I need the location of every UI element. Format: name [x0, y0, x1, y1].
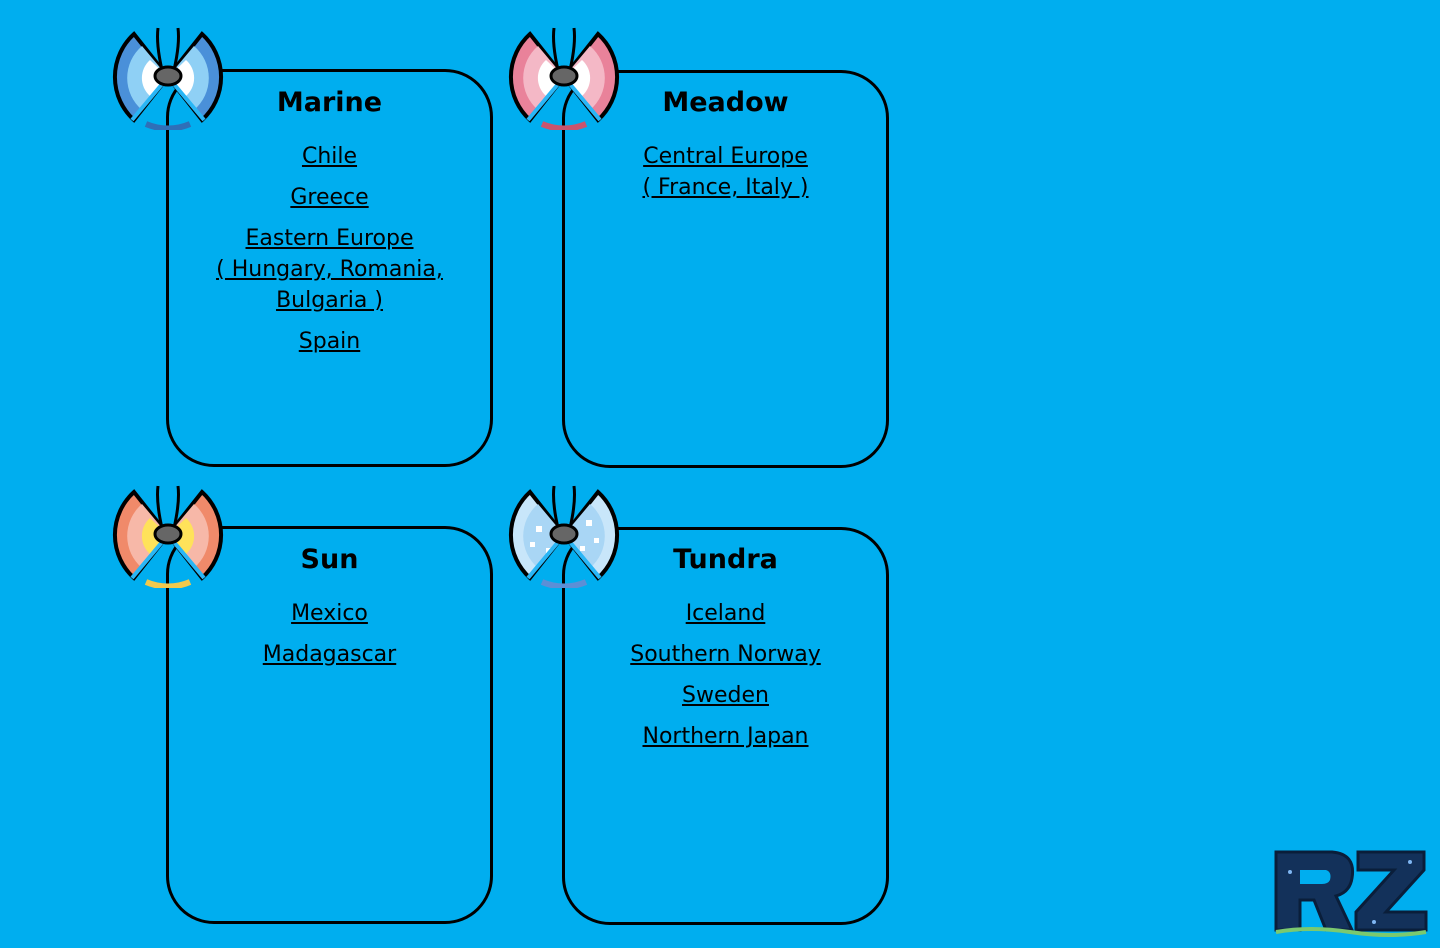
wing-shape [112, 31, 224, 130]
region-link[interactable]: Spain [298, 329, 361, 354]
region-link[interactable]: ( France, Italy ) [565, 172, 886, 203]
card-title-sun: Sun [300, 544, 359, 575]
card-title-marine: Marine [276, 87, 383, 118]
list-item[interactable]: Eastern Europe ( Hungary, Romania, Bulga… [169, 223, 490, 316]
list-item[interactable]: Chile [169, 141, 490, 172]
region-link[interactable]: Sweden [682, 683, 769, 708]
region-link[interactable]: Eastern Europe [169, 223, 490, 254]
list-item[interactable]: Central Europe ( France, Italy ) [565, 141, 886, 203]
region-link[interactable]: Greece [290, 185, 369, 210]
tundra-wing-icon [508, 485, 620, 588]
card-title-tundra: Tundra [673, 544, 778, 575]
region-link[interactable]: Madagascar [262, 642, 397, 667]
list-item[interactable]: Greece [169, 182, 490, 213]
list-item[interactable]: Mexico [169, 598, 490, 629]
region-list-tundra: Iceland Southern Norway Sweden Northern … [565, 598, 886, 762]
card-title-meadow: Meadow [662, 87, 789, 118]
list-item[interactable]: Madagascar [169, 639, 490, 670]
region-link[interactable]: ( Hungary, Romania, [169, 254, 490, 285]
region-link[interactable]: Iceland [685, 601, 766, 626]
meadow-wing-icon [508, 27, 620, 130]
card-tundra: Tundra Iceland Southern Norway Sweden No… [562, 527, 889, 925]
rz-logo-icon [1274, 850, 1428, 937]
list-item[interactable]: Sweden [565, 680, 886, 711]
list-item[interactable]: Southern Norway [565, 639, 886, 670]
marine-wing-icon [112, 27, 224, 130]
region-list-sun: Mexico Madagascar [169, 598, 490, 680]
region-link[interactable]: Central Europe [565, 141, 886, 172]
region-line[interactable]: Eastern Europe [245, 226, 414, 251]
region-line[interactable]: Bulgaria ) [276, 288, 383, 313]
card-sun: Sun Mexico Madagascar [166, 526, 493, 924]
list-item[interactable]: Spain [169, 326, 490, 357]
sun-wing-icon [112, 485, 224, 588]
region-list-meadow: Central Europe ( France, Italy ) [565, 141, 886, 213]
region-line[interactable]: Central Europe [643, 144, 808, 169]
region-link[interactable]: Chile [301, 144, 358, 169]
region-link[interactable]: Southern Norway [630, 642, 821, 667]
region-link[interactable]: Northern Japan [642, 724, 809, 749]
region-link[interactable]: Mexico [291, 601, 368, 626]
list-item[interactable]: Northern Japan [565, 721, 886, 752]
wing-shape [508, 31, 620, 130]
region-link[interactable]: Bulgaria ) [169, 285, 490, 316]
card-marine: Marine Chile Greece Eastern Europe ( Hun… [166, 69, 493, 467]
region-line[interactable]: ( France, Italy ) [642, 175, 809, 200]
wing-shape [508, 489, 620, 588]
region-list-marine: Chile Greece Eastern Europe ( Hungary, R… [169, 141, 490, 367]
list-item[interactable]: Iceland [565, 598, 886, 629]
card-meadow: Meadow Central Europe ( France, Italy ) [562, 70, 889, 468]
region-line[interactable]: ( Hungary, Romania, [216, 257, 443, 282]
